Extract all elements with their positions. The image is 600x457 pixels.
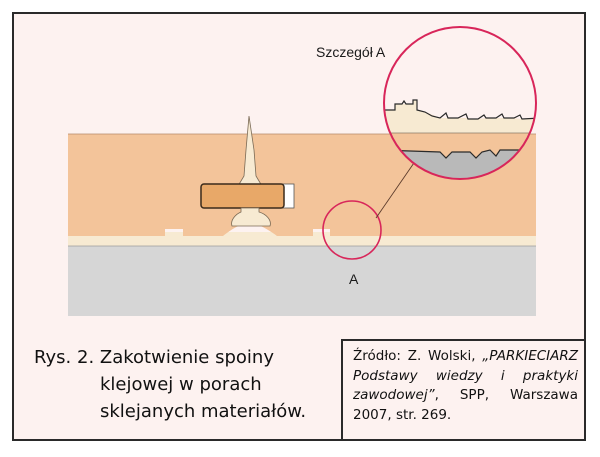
anchor-fastener <box>200 115 295 227</box>
detail-title: Szczegół A <box>316 44 386 60</box>
detail-magnifier <box>383 26 537 180</box>
source-book-title: „PARKIECIARZ Podstawy wiedzy i praktyki … <box>353 348 578 403</box>
figure-caption: Rys. 2. Zakotwienie spoiny klejowej w po… <box>34 344 334 425</box>
caption-line-2: klejowej w porach <box>100 374 262 395</box>
substrate-layer <box>68 246 536 316</box>
source-details: , SPP, Warszawa 2007, str. 269. <box>353 387 578 423</box>
wood-block <box>200 183 285 209</box>
source-citation: Źródło: Z. Wolski, „PARKIECIARZ Podstawy… <box>341 339 586 441</box>
detail-marker-circle <box>322 200 382 260</box>
detail-leader-line <box>375 159 417 219</box>
caption-line-3: sklejanych materiałów. <box>100 401 307 422</box>
source-prefix: Źródło: Z. Wolski, <box>353 348 483 364</box>
detail-marker-label: A <box>349 271 359 287</box>
caption-line-1: Rys. 2. Zakotwienie spoiny <box>34 347 274 368</box>
